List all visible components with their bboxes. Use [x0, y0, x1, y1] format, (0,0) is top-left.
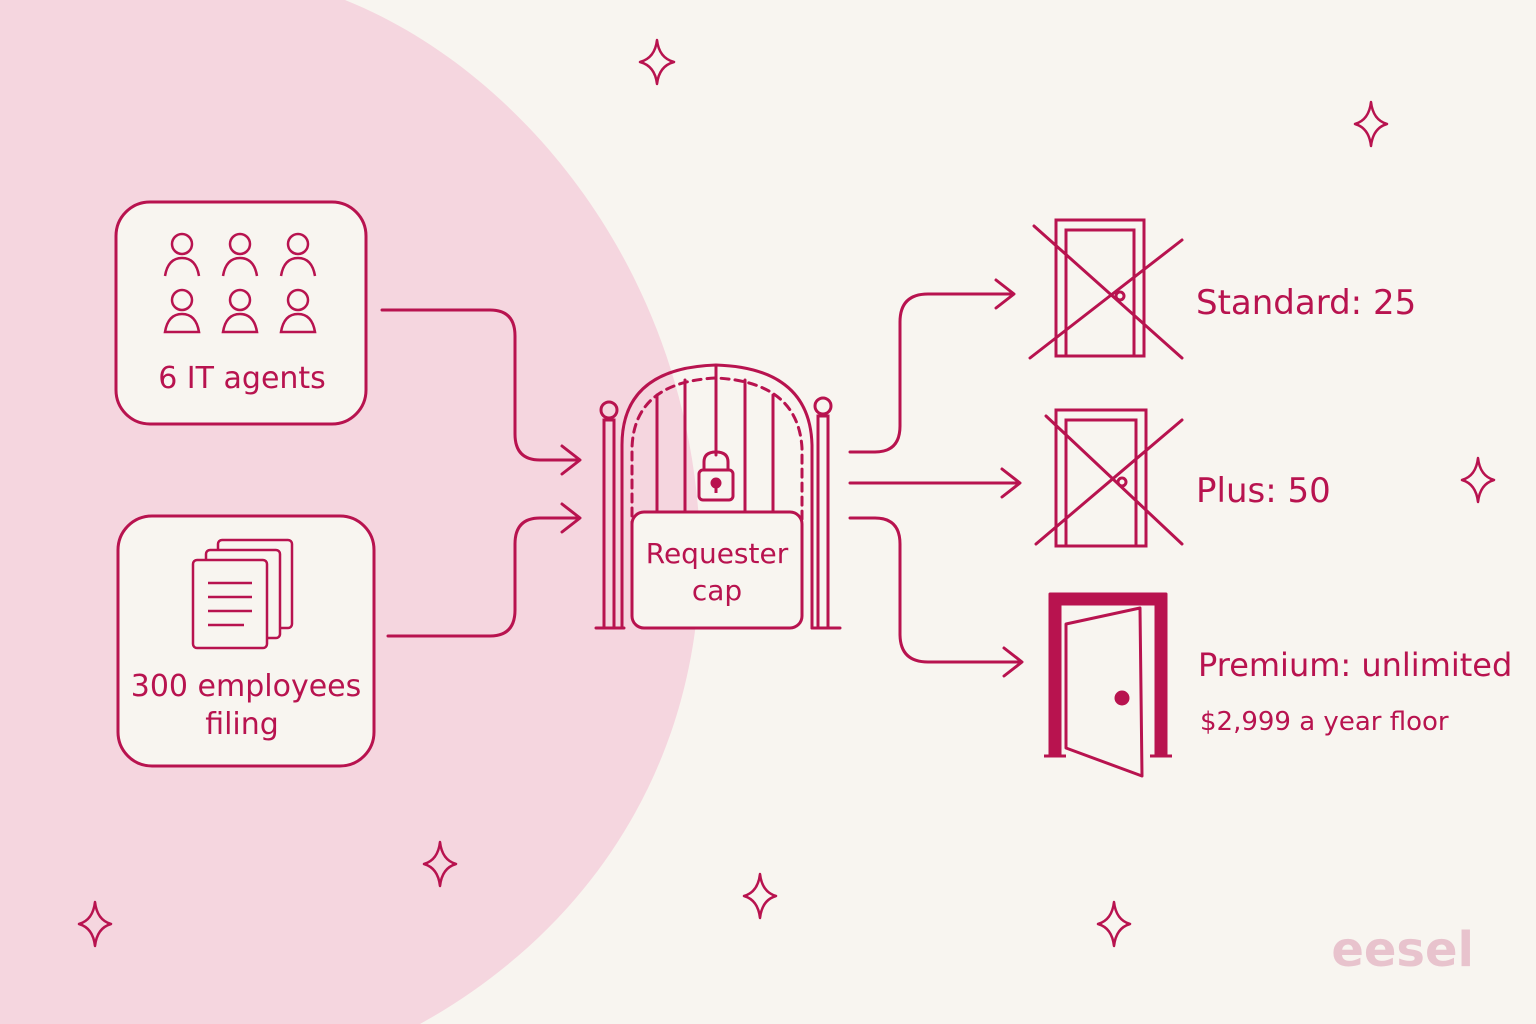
sparkle-icon — [422, 840, 458, 888]
agents-label: 6 IT agents — [158, 361, 326, 396]
connector-arrow — [848, 516, 1022, 664]
eesel-logo: eesel — [1331, 922, 1474, 978]
arrowhead — [1000, 467, 1022, 499]
tier-standard-label: Standard: 25 — [1196, 283, 1416, 323]
tier-premium-sublabel: $2,999 a year floor — [1200, 707, 1449, 737]
connector-arrow — [848, 292, 1014, 454]
closed-door-crossed-icon — [1034, 408, 1184, 548]
gate-label-line2: cap — [692, 574, 742, 607]
open-door-icon — [1044, 592, 1172, 778]
background-blob — [0, 0, 701, 1024]
tier-premium-label: Premium: unlimited — [1198, 646, 1512, 684]
people-icon — [163, 232, 317, 334]
padlock-icon — [697, 450, 735, 502]
agents-box: 6 IT agents — [114, 200, 368, 426]
gate-sign — [630, 510, 804, 630]
employees-label-line1: 300 employees — [131, 669, 362, 704]
gate-icon — [594, 363, 842, 630]
arrowhead — [560, 444, 582, 476]
documents-icon — [191, 538, 294, 650]
sparkle-icon — [77, 900, 113, 948]
sparkle-icon — [742, 872, 778, 920]
connector-arrow — [380, 308, 580, 462]
sparkle-icon — [1096, 900, 1132, 948]
employees-box: 300 employees filing — [116, 514, 376, 768]
tier-plus-label: Plus: 50 — [1196, 471, 1331, 511]
closed-door-crossed-icon — [1028, 218, 1184, 360]
connector-arrow — [386, 516, 580, 638]
gate-label-line1: Requester — [646, 537, 789, 570]
employees-label-line2: filing — [205, 707, 279, 742]
sparkle-icon — [1353, 100, 1389, 148]
arrowhead — [994, 278, 1016, 310]
arrowhead — [560, 502, 582, 534]
sparkle-icon — [638, 38, 676, 86]
sparkle-icon — [1460, 456, 1496, 504]
arrowhead — [1002, 646, 1024, 678]
